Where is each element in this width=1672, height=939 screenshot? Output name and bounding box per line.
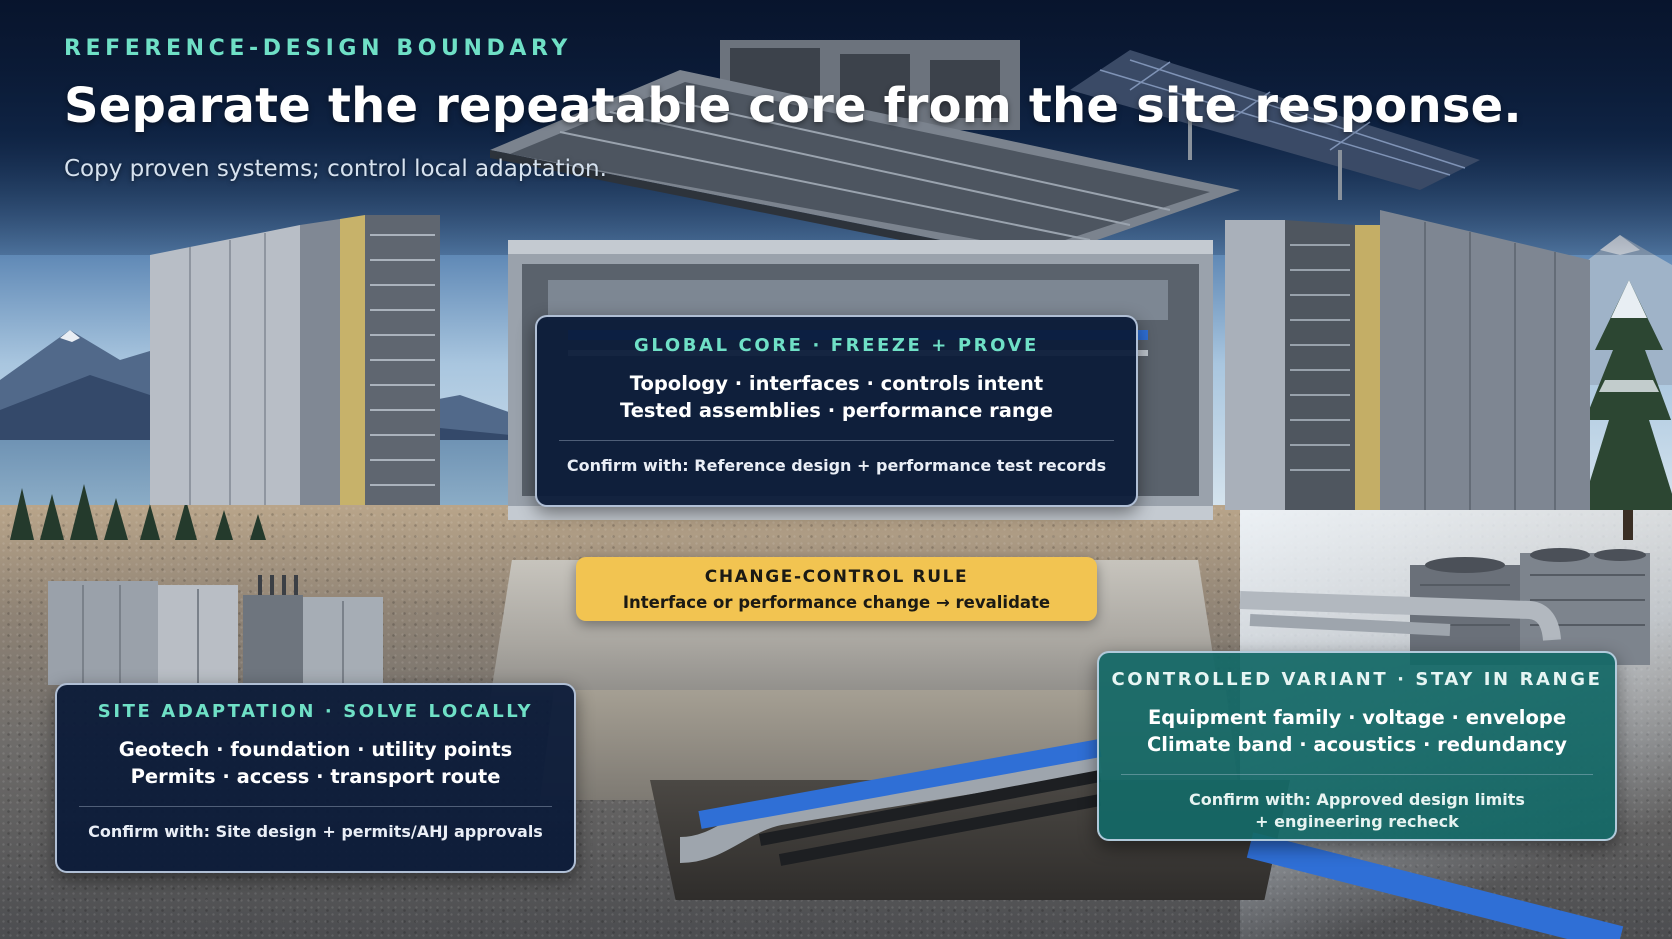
change-control-label: CHANGE-CONTROL RULE	[704, 567, 969, 587]
global-core-label: GLOBAL CORE · FREEZE + PROVE	[634, 335, 1039, 356]
page-subtitle: Copy proven systems; control local adapt…	[64, 156, 607, 182]
controlled-variant-confirm-line: Confirm with: Approved design limits	[1189, 790, 1525, 809]
eyebrow-label: REFERENCE-DESIGN BOUNDARY	[64, 36, 572, 61]
site-adaptation-line: Geotech · foundation · utility points	[118, 738, 513, 761]
global-core-confirm: Confirm with: Reference design + perform…	[566, 456, 1107, 475]
wall-panels-right	[1225, 210, 1590, 510]
switchgear-cabinets	[48, 575, 383, 685]
global-core-line: Topology · interfaces · controls intent	[629, 372, 1044, 395]
trees-right	[1585, 280, 1672, 540]
page-title: Separate the repeatable core from the si…	[64, 78, 1522, 134]
site-adaptation-confirm: Confirm with: Site design + permits/AHJ …	[88, 822, 543, 841]
global-core-line: Tested assemblies · performance range	[620, 399, 1053, 422]
card-divider	[559, 440, 1114, 441]
controlled-variant-confirm-line: + engineering recheck	[1255, 812, 1459, 831]
change-control-text: Interface or performance change → revali…	[622, 593, 1051, 612]
card-divider	[1121, 774, 1593, 775]
controlled-variant-line: Climate band · acoustics · redundancy	[1146, 733, 1568, 756]
wall-panels-left	[150, 215, 440, 505]
site-adaptation-label: SITE ADAPTATION · SOLVE LOCALLY	[97, 701, 534, 722]
card-divider	[79, 806, 552, 807]
controlled-variant-label: CONTROLLED VARIANT · STAY IN RANGE	[1111, 669, 1603, 690]
roof-module	[490, 40, 1240, 268]
change-control-rule-box: CHANGE-CONTROL RULE Interface or perform…	[576, 557, 1097, 621]
trees-left	[10, 484, 266, 540]
controlled-variant-line: Equipment family · voltage · envelope	[1147, 706, 1567, 729]
controlled-variant-card: CONTROLLED VARIANT · STAY IN RANGE Equip…	[1097, 651, 1617, 841]
solar-canopy	[1070, 50, 1480, 200]
controlled-variant-confirm: Confirm with: Approved design limits + e…	[1099, 789, 1615, 833]
global-core-card: GLOBAL CORE · FREEZE + PROVE Topology · …	[535, 315, 1138, 507]
site-adaptation-card: SITE ADAPTATION · SOLVE LOCALLY Geotech …	[55, 683, 576, 873]
site-adaptation-line: Permits · access · transport route	[130, 765, 501, 788]
